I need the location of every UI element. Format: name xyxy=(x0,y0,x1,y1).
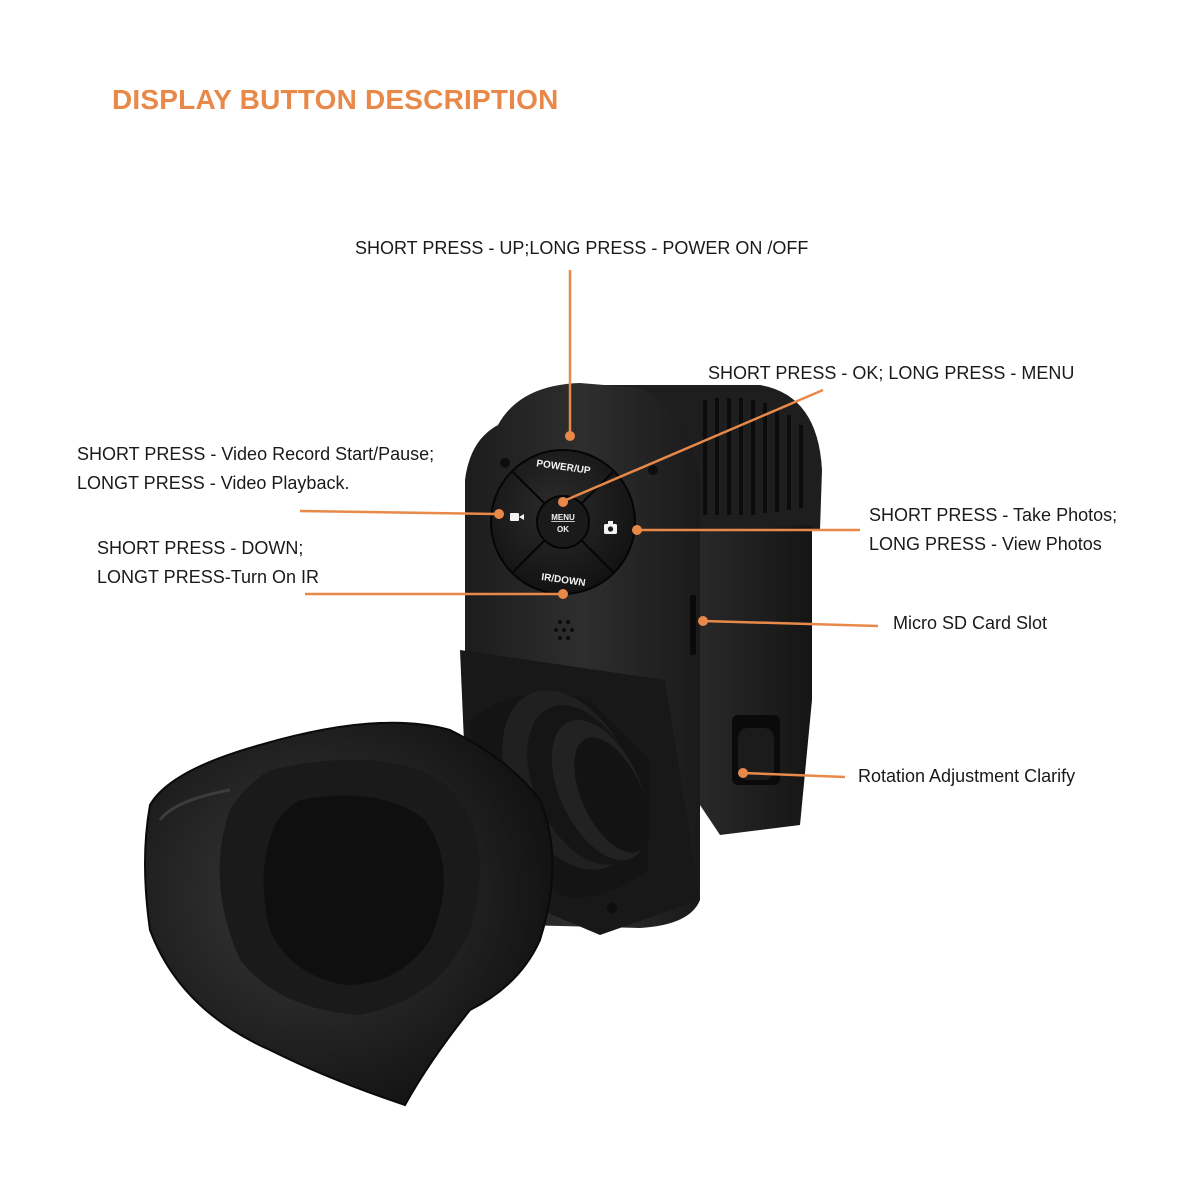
speaker-grille xyxy=(554,620,574,640)
callout-photo: SHORT PRESS - Take Photos; LONG PRESS - … xyxy=(869,501,1117,559)
callout-dot-rotation xyxy=(738,768,748,778)
callout-rotation: Rotation Adjustment Clarify xyxy=(858,762,1075,791)
callout-down-line2: LONGT PRESS-Turn On IR xyxy=(97,567,320,587)
rotation-knob[interactable] xyxy=(738,728,774,780)
callout-dot-photo xyxy=(632,525,642,535)
callout-dot-sd xyxy=(698,616,708,626)
callout-video-line1: SHORT PRESS - Video Record Start/Pause; xyxy=(77,444,435,464)
screw xyxy=(607,903,617,913)
control-pad: POWER/UP MENU OK IR/DOWN xyxy=(490,449,636,595)
menu-ok-button[interactable] xyxy=(536,495,590,549)
video-camera-icon[interactable] xyxy=(510,513,524,521)
callout-rotation-line1: Rotation Adjustment Clarify xyxy=(858,766,1076,786)
screw xyxy=(500,458,510,468)
callout-video: SHORT PRESS - Video Record Start/Pause; … xyxy=(77,440,434,498)
callout-dot-video xyxy=(494,509,504,519)
callout-lines xyxy=(299,270,879,779)
screw xyxy=(648,465,658,475)
callout-menu-ok: SHORT PRESS - OK; LONG PRESS - MENU xyxy=(708,359,1074,388)
callout-power-line1: SHORT PRESS - UP;LONG PRESS - POWER ON /… xyxy=(355,238,809,258)
callout-power: SHORT PRESS - UP;LONG PRESS - POWER ON /… xyxy=(355,234,808,263)
callout-dot-power xyxy=(565,431,575,441)
page-title: DISPLAY BUTTON DESCRIPTION xyxy=(112,84,559,115)
callout-menu-ok-line1: SHORT PRESS - OK; LONG PRESS - MENU xyxy=(708,363,1075,383)
callout-line-rotation xyxy=(742,771,846,779)
callout-line-menu xyxy=(565,388,824,502)
menu-button-label: MENU xyxy=(551,513,575,522)
callout-video-line2: LONGT PRESS - Video Playback. xyxy=(77,473,350,493)
photo-camera-icon[interactable] xyxy=(604,521,617,534)
ok-button-label: OK xyxy=(557,525,569,534)
callout-dot-menu xyxy=(558,497,568,507)
callout-photo-line1: SHORT PRESS - Take Photos; xyxy=(869,505,1118,525)
callout-sd-slot-line1: Micro SD Card Slot xyxy=(893,613,1048,633)
rubber-eyecup xyxy=(144,721,554,1107)
callout-photo-line2: LONG PRESS - View Photos xyxy=(869,534,1102,554)
callout-sd-slot: Micro SD Card Slot xyxy=(893,609,1047,638)
callout-down-line1: SHORT PRESS - DOWN; xyxy=(97,538,304,558)
callout-down: SHORT PRESS - DOWN; LONGT PRESS-Turn On … xyxy=(97,534,319,592)
micro-sd-card-slot[interactable] xyxy=(690,595,696,655)
callout-line-video xyxy=(299,509,497,516)
callout-line-sd xyxy=(702,619,879,628)
callout-dot-down xyxy=(558,589,568,599)
